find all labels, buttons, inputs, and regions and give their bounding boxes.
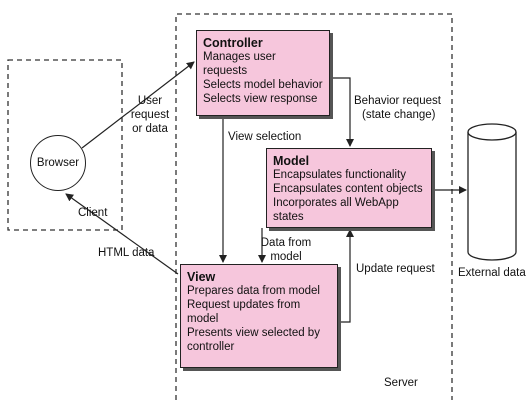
behavior-request-label: Behavior request (state change) <box>354 94 441 122</box>
database-icon <box>467 123 517 261</box>
behavior-request-line: (state change) <box>362 109 436 121</box>
user-request-line: request <box>130 109 170 121</box>
controller-line: Manages user requests <box>203 51 276 77</box>
view-line: Request updates from model <box>187 299 301 325</box>
server-boundary <box>175 13 453 400</box>
html-data-arrow <box>65 193 179 275</box>
model-line: Encapsulates functionality <box>273 169 406 181</box>
behavior-request-line: Behavior request <box>354 95 441 107</box>
view-box: View Prepares data from model Request up… <box>180 264 338 368</box>
model-box: Model Encapsulates functionality Encapsu… <box>266 148 432 228</box>
data-from-model-line: Data from <box>260 237 312 249</box>
data-from-model-label: Data from model <box>260 236 312 264</box>
behavior-request-arrow <box>328 77 354 147</box>
html-data-label: HTML data <box>98 247 155 259</box>
user-request-line: User <box>137 95 163 107</box>
view-selection-label: View selection <box>228 131 302 143</box>
view-line: Presents view selected by <box>187 327 320 339</box>
controller-line: Selects view response <box>203 93 318 105</box>
user-request-arrow <box>81 61 195 149</box>
update-request-label: Update request <box>356 263 435 275</box>
client-label: Client <box>78 207 108 219</box>
data-from-model-line: model <box>270 251 302 263</box>
server-label: Server <box>384 377 418 389</box>
model-line: Encapsulates content objects <box>273 183 423 195</box>
model-title: Model <box>273 154 310 168</box>
controller-title: Controller <box>203 36 263 50</box>
view-line: controller <box>187 341 235 353</box>
view-title: View <box>187 270 216 284</box>
update-request-arrow <box>338 229 354 323</box>
model-line: Incorporates all WebApp states <box>273 197 399 223</box>
user-request-line: or data <box>132 123 168 135</box>
view-line: Prepares data from model <box>187 285 320 297</box>
external-data-label: External data <box>458 267 526 279</box>
controller-line: Selects model behavior <box>203 79 323 91</box>
client-boundary <box>7 59 123 231</box>
browser-label: Browser <box>36 157 80 169</box>
controller-box: Controller Manages user requests Selects… <box>196 30 330 116</box>
user-request-label: User request or data <box>128 94 172 136</box>
browser-node: Browser <box>30 135 86 191</box>
